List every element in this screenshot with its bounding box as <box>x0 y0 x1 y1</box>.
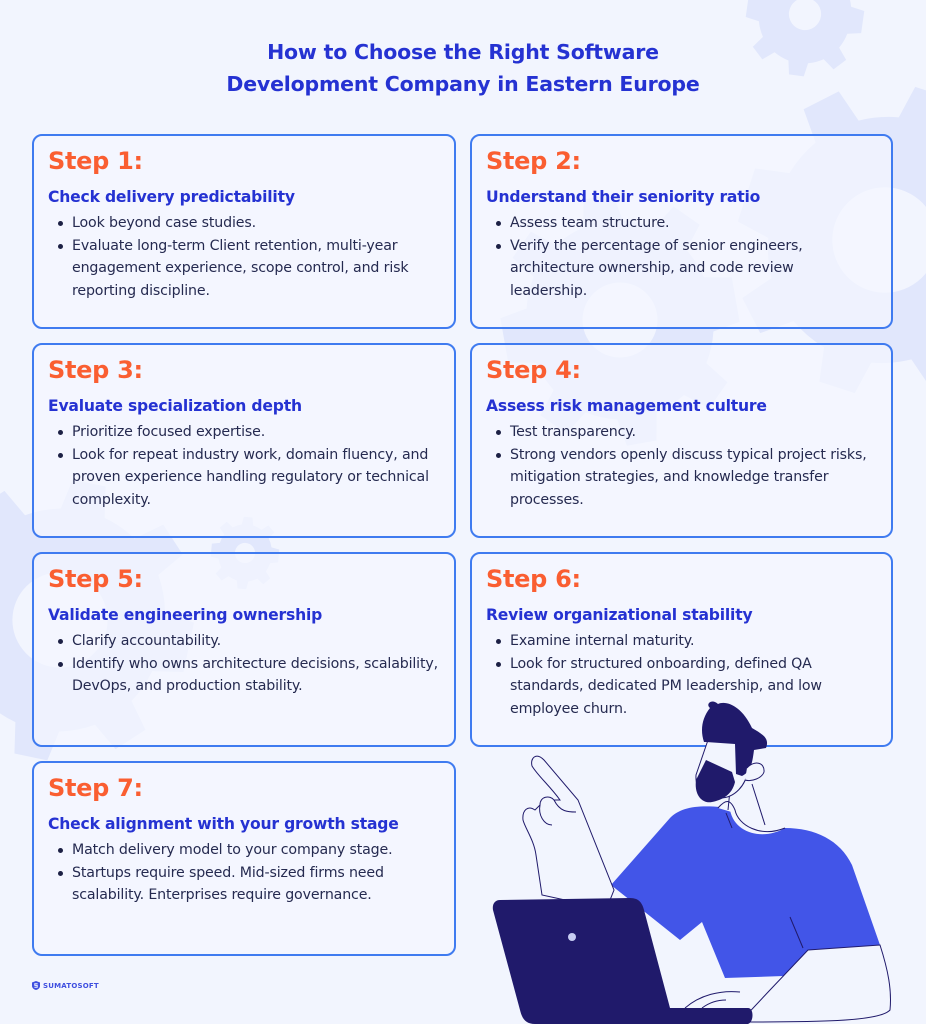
step-card-5: Step 5: Validate engineering ownership C… <box>32 552 456 747</box>
bullet-item: Look beyond case studies. <box>48 212 440 235</box>
bullet-item: Test transparency. <box>486 421 877 444</box>
step-bullets: Examine internal maturity. Look for stru… <box>486 630 877 720</box>
man-pointing-with-laptop-illustration <box>492 701 891 1024</box>
step-card-7: Step 7: Check alignment with your growth… <box>32 761 456 956</box>
step-bullets: Assess team structure. Verify the percen… <box>486 212 877 302</box>
shirt-shape <box>611 806 880 978</box>
shield-s-icon <box>32 981 40 990</box>
step-card-2: Step 2: Understand their seniority ratio… <box>470 134 893 329</box>
step-label: Step 1: <box>48 147 143 175</box>
step-heading: Understand their seniority ratio <box>486 188 761 206</box>
bullet-item: Look for structured onboarding, defined … <box>486 653 877 721</box>
step-card-1: Step 1: Check delivery predictability Lo… <box>32 134 456 329</box>
beard-shape <box>695 760 735 803</box>
step-heading: Check alignment with your growth stage <box>48 815 399 833</box>
step-label: Step 4: <box>486 356 581 384</box>
sumatosoft-logo: SUMATOSOFT <box>32 981 99 990</box>
hair-shape <box>702 701 768 776</box>
bullet-item: Assess team structure. <box>486 212 877 235</box>
laptop-logo-dot <box>568 933 576 941</box>
bullet-item: Match delivery model to your company sta… <box>48 839 440 862</box>
bullet-item: Prioritize focused expertise. <box>48 421 440 444</box>
step-card-3: Step 3: Evaluate specialization depth Pr… <box>32 343 456 538</box>
step-heading: Assess risk management culture <box>486 397 767 415</box>
bullet-item: Examine internal maturity. <box>486 630 877 653</box>
bullet-item: Startups require speed. Mid-sized firms … <box>48 862 440 907</box>
bullet-item: Clarify accountability. <box>48 630 440 653</box>
step-heading: Review organizational stability <box>486 606 753 624</box>
step-bullets: Clarify accountability. Identify who own… <box>48 630 440 698</box>
step-label: Step 7: <box>48 774 143 802</box>
step-bullets: Match delivery model to your company sta… <box>48 839 440 907</box>
step-heading: Evaluate specialization depth <box>48 397 302 415</box>
step-card-6: Step 6: Review organizational stability … <box>470 552 893 747</box>
step-heading: Validate engineering ownership <box>48 606 323 624</box>
gear-icon <box>738 0 872 84</box>
bullet-item: Evaluate long-term Client retention, mul… <box>48 235 440 303</box>
bullet-item: Verify the percentage of senior engineer… <box>486 235 877 303</box>
step-card-4: Step 4: Assess risk management culture T… <box>470 343 893 538</box>
page-title: How to Choose the Right Software Develop… <box>0 36 926 100</box>
bullet-item: Look for repeat industry work, domain fl… <box>48 444 440 512</box>
bullet-item: Strong vendors openly discuss typical pr… <box>486 444 877 512</box>
step-heading: Check delivery predictability <box>48 188 295 206</box>
bullet-item: Identify who owns architecture decisions… <box>48 653 440 698</box>
step-label: Step 5: <box>48 565 143 593</box>
step-bullets: Prioritize focused expertise. Look for r… <box>48 421 440 511</box>
step-label: Step 3: <box>48 356 143 384</box>
logo-text: SUMATOSOFT <box>43 981 99 990</box>
title-line-1: How to Choose the Right Software <box>267 40 659 64</box>
step-label: Step 2: <box>486 147 581 175</box>
title-line-2: Development Company in Eastern Europe <box>226 72 700 96</box>
step-bullets: Look beyond case studies. Evaluate long-… <box>48 212 440 302</box>
step-label: Step 6: <box>486 565 581 593</box>
step-bullets: Test transparency. Strong vendors openly… <box>486 421 877 511</box>
laptop-icon <box>492 898 753 1024</box>
